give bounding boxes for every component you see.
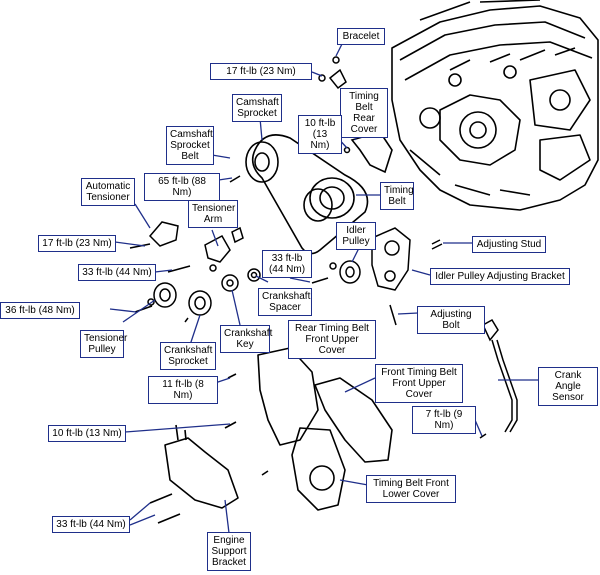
label-tensioner-arm: Tensioner Arm — [188, 200, 238, 228]
label-torque-11: 11 ft-lb (8 Nm) — [148, 376, 218, 404]
label-front-timing-belt-front-upper-cover: Front Timing Belt Front Upper Cover — [375, 364, 463, 403]
label-torque-17-mid: 17 ft-lb (23 Nm) — [38, 235, 116, 252]
crank-angle-sensor-part — [479, 318, 518, 439]
label-automatic-tensioner: Automatic Tensioner — [81, 178, 135, 206]
timing-belt-assembly — [245, 134, 369, 255]
label-torque-10-upper: 10 ft-lb (13 Nm) — [298, 115, 342, 154]
label-adjusting-stud: Adjusting Stud — [472, 236, 546, 253]
idler-pulley-parts — [311, 227, 443, 326]
label-idler-pulley-adjusting-bracket: Idler Pulley Adjusting Bracket — [430, 268, 570, 285]
cover-parts — [149, 347, 393, 524]
label-torque-10-lower: 10 ft-lb (13 Nm) — [48, 425, 126, 442]
label-engine-support-bracket: Engine Support Bracket — [207, 532, 251, 571]
label-rear-timing-belt-front-upper-cover: Rear Timing Belt Front Upper Cover — [288, 320, 376, 359]
label-torque-33-left: 33 ft-lb (44 Nm) — [78, 264, 156, 281]
label-crank-angle-sensor: Crank Angle Sensor — [538, 367, 598, 406]
small-parts — [129, 175, 261, 323]
label-timing-belt-rear-cover: Timing Belt Rear Cover — [340, 88, 388, 138]
label-torque-33-center: 33 ft-lb (44 Nm) — [262, 250, 312, 278]
label-torque-17-top: 17 ft-lb (23 Nm) — [210, 63, 312, 80]
label-idler-pulley: Idler Pulley — [336, 222, 376, 250]
label-crankshaft-spacer: Crankshaft Spacer — [258, 288, 312, 316]
label-crankshaft-key: Crankshaft Key — [220, 325, 272, 353]
rear-cover-piece — [350, 131, 393, 174]
label-camshaft-sprocket: Camshaft Sprocket — [232, 94, 282, 122]
label-torque-7: 7 ft-lb (9 Nm) — [412, 406, 476, 434]
label-camshaft-sprocket-belt: Camshaft Sprocket Belt — [166, 126, 214, 165]
label-bracelet: Bracelet — [337, 28, 385, 45]
label-torque-33-bottom: 33 ft-lb (44 Nm) — [52, 516, 130, 533]
label-torque-36: 36 ft-lb (48 Nm) — [0, 302, 80, 319]
label-crankshaft-sprocket: Crankshaft Sprocket — [160, 342, 216, 370]
engine-block — [391, 0, 599, 211]
label-torque-65: 65 ft-lb (88 Nm) — [144, 173, 220, 201]
label-timing-belt-front-lower-cover: Timing Belt Front Lower Cover — [366, 475, 456, 503]
label-tensioner-pulley: Tensioner Pulley — [80, 330, 127, 358]
label-adjusting-bolt: Adjusting Bolt — [417, 306, 485, 334]
label-timing-belt: Timing Belt — [380, 182, 414, 210]
